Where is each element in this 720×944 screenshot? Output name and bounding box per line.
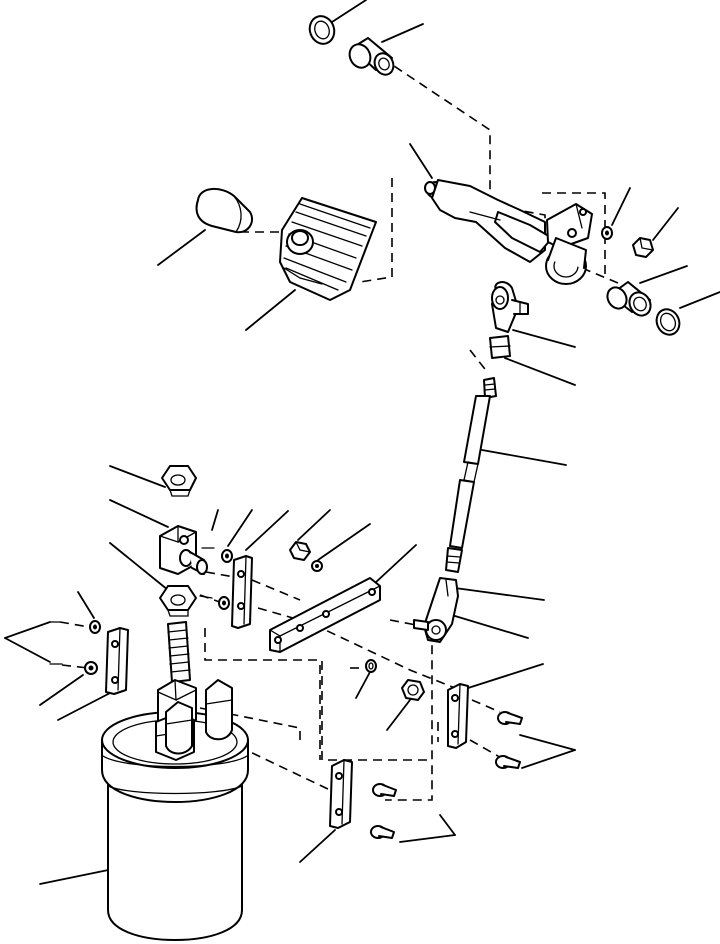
- block-fitting: [159, 525, 208, 575]
- hex-nut-top: [161, 465, 197, 497]
- leader-lines: [4, 0, 720, 885]
- washer-center: [311, 560, 323, 572]
- bushing-top: [348, 37, 395, 76]
- lever-knob: [195, 188, 254, 234]
- lever-arm: [431, 179, 593, 285]
- washer-lower-center: [401, 679, 425, 701]
- assembly-lines: [59, 57, 619, 801]
- snap-ring-right: [655, 308, 681, 336]
- plunger-screw: [155, 621, 233, 761]
- bolt-bottom-1: [372, 783, 397, 797]
- nut-center: [289, 541, 311, 561]
- hex-nut-lower: [159, 585, 197, 617]
- nut-small: [632, 237, 654, 258]
- bolt-right-1: [497, 711, 523, 725]
- nut-lower-center: [365, 659, 377, 673]
- pin-small-a: [201, 547, 233, 563]
- control-valve-canister: [101, 711, 249, 941]
- bracket-left: [49, 620, 129, 695]
- connecting-rod: [445, 377, 497, 573]
- plate-center: [231, 555, 253, 629]
- pin-small-b: [199, 595, 230, 610]
- bolt-bottom-2: [370, 825, 395, 839]
- bushing-right: [606, 281, 652, 317]
- link-plate: [269, 577, 381, 653]
- lock-washer-small: [601, 226, 613, 240]
- jam-nut-upper: [489, 335, 511, 359]
- rod-end-lower: [413, 577, 459, 643]
- rod-end-upper: [491, 281, 529, 333]
- bolt-right-2: [495, 755, 521, 769]
- rubber-boot: [279, 197, 377, 301]
- snap-ring-top: [308, 15, 336, 45]
- bracket-bottom: [329, 759, 353, 829]
- bracket-right: [447, 683, 469, 749]
